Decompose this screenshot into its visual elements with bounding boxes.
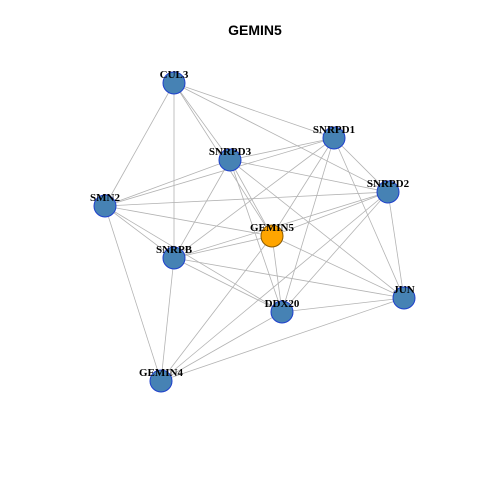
node-snrpd1[interactable] xyxy=(322,126,346,150)
edge-gemin5-snrpb xyxy=(173,235,273,259)
edge-snrpd2-smn2 xyxy=(104,191,389,207)
edge-snrpd3-snrpb xyxy=(173,159,231,259)
edge-snrpd2-ddx20 xyxy=(281,191,389,313)
edge-snrpd3-ddx20 xyxy=(229,159,283,313)
edge-ddx20-gemin4 xyxy=(160,311,283,382)
node-snrpd3[interactable] xyxy=(218,148,242,172)
node-label-snrpd3: SNRPD3 xyxy=(209,146,252,158)
edge-snrpd1-jun xyxy=(333,137,405,299)
edge-snrpd1-ddx20 xyxy=(281,137,335,313)
edge-snrpd1-gemin5 xyxy=(271,137,335,237)
edge-snrpd1-snrpd2 xyxy=(333,137,389,193)
node-label-snrpd2: SNRPD2 xyxy=(367,178,410,190)
node-cul3[interactable] xyxy=(162,71,186,95)
edge-snrpd3-smn2 xyxy=(104,159,231,207)
edge-snrpd2-gemin4 xyxy=(160,191,389,382)
edge-snrpd3-snrpd2 xyxy=(229,159,389,193)
edge-smn2-gemin4 xyxy=(104,205,162,382)
edge-snrpd2-snrpb xyxy=(173,191,389,259)
node-label-snrpb: SNRPB xyxy=(156,244,193,256)
edge-smn2-gemin5 xyxy=(104,205,273,237)
node-ddx20[interactable] xyxy=(270,300,294,324)
node-jun[interactable] xyxy=(392,286,416,310)
edge-smn2-snrpb xyxy=(104,205,175,259)
node-label-snrpd1: SNRPD1 xyxy=(313,124,355,136)
edge-snrpd2-gemin5 xyxy=(271,191,389,237)
node-snrpb[interactable] xyxy=(162,246,186,270)
edge-snrpd3-gemin5 xyxy=(229,159,273,237)
edge-snrpb-ddx20 xyxy=(173,257,283,313)
edge-snrpb-jun xyxy=(173,257,405,299)
edges-layer xyxy=(104,82,405,382)
edge-snrpd1-snrpd3 xyxy=(229,137,335,161)
node-smn2[interactable] xyxy=(93,194,117,218)
edge-gemin5-gemin4 xyxy=(160,235,273,382)
edge-smn2-ddx20 xyxy=(104,205,283,313)
edge-snrpd1-snrpb xyxy=(173,137,335,259)
edge-gemin5-jun xyxy=(271,235,405,299)
edge-snrpb-gemin4 xyxy=(160,257,175,382)
node-label-gemin4: GEMIN4 xyxy=(139,367,184,379)
edge-jun-ddx20 xyxy=(281,297,405,313)
edge-snrpd1-smn2 xyxy=(104,137,335,207)
node-snrpd2[interactable] xyxy=(376,180,400,204)
edge-gemin5-ddx20 xyxy=(271,235,283,313)
node-label-ddx20: DDX20 xyxy=(265,298,300,310)
node-gemin4[interactable] xyxy=(149,369,173,393)
node-label-gemin5: GEMIN5 xyxy=(250,222,295,234)
edge-cul3-snrpd1 xyxy=(173,82,335,139)
graph-title: GEMIN5 xyxy=(228,22,282,38)
edge-jun-gemin4 xyxy=(160,297,405,382)
edge-cul3-snrpd2 xyxy=(173,82,389,193)
nodes-layer xyxy=(93,71,416,393)
node-label-jun: JUN xyxy=(393,284,414,296)
node-label-smn2: SMN2 xyxy=(90,192,120,204)
node-gemin5[interactable] xyxy=(260,224,284,248)
edge-snrpd3-jun xyxy=(229,159,405,299)
node-label-cul3: CUL3 xyxy=(160,69,189,81)
edge-snrpd2-jun xyxy=(387,191,405,299)
edge-cul3-snrpd3 xyxy=(173,82,231,161)
edge-cul3-smn2 xyxy=(104,82,175,207)
